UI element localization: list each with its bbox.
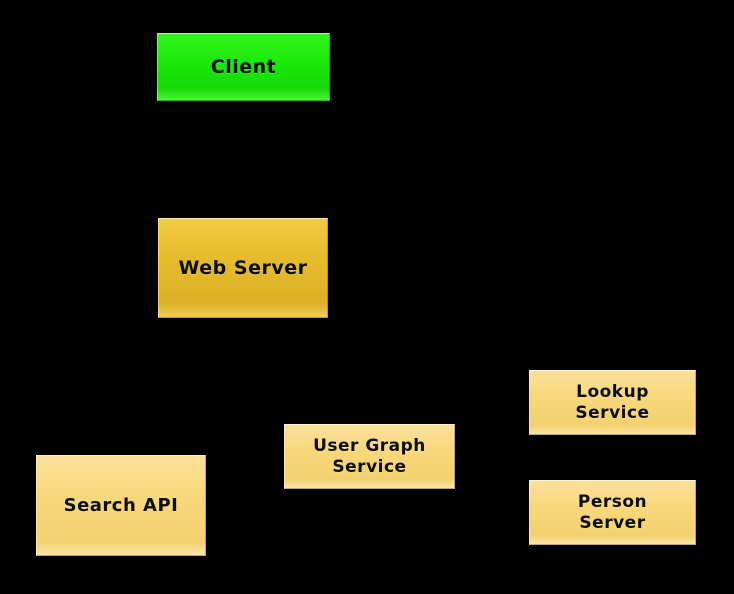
node-search-api[interactable]: Search API — [36, 455, 206, 556]
node-search-api-label: Search API — [63, 494, 179, 516]
node-user-graph-service-label: User Graph Service — [313, 436, 426, 477]
node-web-server-label: Web Server — [178, 256, 308, 279]
node-user-graph-service[interactable]: User Graph Service — [284, 424, 455, 489]
node-client-label: Client — [210, 55, 277, 78]
node-lookup-service-label: Lookup Service — [575, 382, 650, 423]
node-person-server-label: Person Server — [577, 492, 648, 533]
node-client[interactable]: Client — [157, 33, 330, 101]
node-lookup-service[interactable]: Lookup Service — [529, 370, 696, 435]
node-person-server[interactable]: Person Server — [529, 480, 696, 545]
node-web-server[interactable]: Web Server — [158, 218, 328, 318]
